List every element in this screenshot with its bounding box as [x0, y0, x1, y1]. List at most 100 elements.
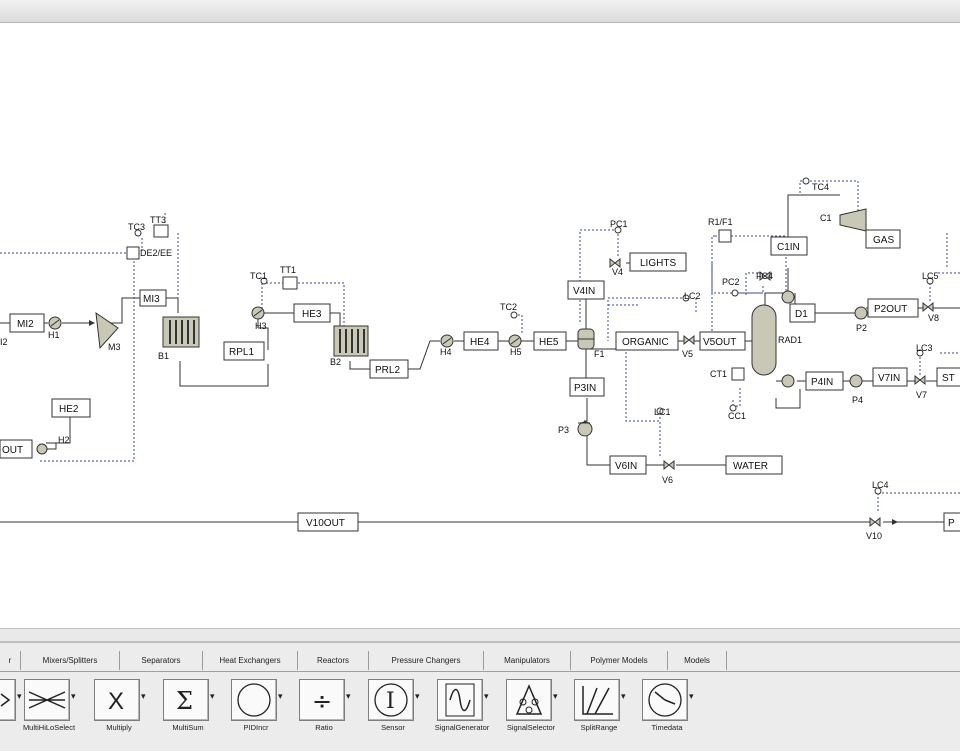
tab-reactors[interactable]: Reactors	[298, 651, 369, 670]
stream-label-HE5[interactable]: HE5	[539, 337, 559, 348]
distillation-column-icon[interactable]	[751, 304, 777, 376]
pump-icon[interactable]	[854, 306, 868, 320]
tool-ratio[interactable]: ÷ ▾ Ratio	[299, 679, 355, 737]
tab-pressure-changers[interactable]: Pressure Changers	[369, 651, 484, 670]
sum-block[interactable]	[731, 367, 745, 381]
tool-multiply[interactable]: X ▾ Multiply	[94, 679, 150, 737]
pump-icon[interactable]	[849, 374, 863, 388]
controller-icon[interactable]	[682, 294, 690, 302]
stream-label-WATER[interactable]: WATER	[733, 461, 768, 472]
controller-icon[interactable]	[731, 289, 739, 297]
tool-signal-generator[interactable]: ▾ SignalGenerator	[435, 679, 493, 737]
pump-icon[interactable]	[781, 374, 795, 388]
stream-label-HE3[interactable]: HE3	[302, 309, 322, 320]
valve-icon[interactable]	[759, 270, 771, 282]
stream-label-P2OUT[interactable]: P2OUT	[874, 304, 907, 315]
tool-pid-incr[interactable]: ▾ PIDIncr	[231, 679, 287, 737]
valve-icon[interactable]	[914, 374, 926, 386]
controller-icon[interactable]	[926, 277, 934, 285]
stream-label-V4IN[interactable]: V4IN	[573, 286, 595, 297]
dropdown-icon[interactable]: ▾	[689, 691, 694, 701]
reactor-icon[interactable]	[333, 325, 369, 357]
stream-label-HE2[interactable]: HE2	[59, 404, 79, 415]
stream-label-D1[interactable]: D1	[795, 309, 808, 320]
dropdown-icon[interactable]: ▾	[141, 691, 146, 701]
controller-icon[interactable]	[802, 177, 810, 185]
dropdown-icon[interactable]: ▾	[17, 691, 22, 701]
label-h4: H4	[440, 347, 452, 357]
stream-label-MI2[interactable]: MI2	[17, 319, 34, 330]
tool-truncated[interactable]: ▾	[0, 679, 26, 737]
valve-icon[interactable]	[663, 459, 675, 471]
flowsheet-canvas[interactable]: MI2 HE2 OUT MI3 RPL1 HE3 PRL2 HE4 HE5 V4…	[0, 23, 960, 628]
tool-signal-selector[interactable]: ▾ SignalSelector	[506, 679, 562, 737]
sum-block[interactable]	[282, 276, 298, 290]
tab-models[interactable]: Models	[668, 651, 727, 670]
flash-drum-icon[interactable]	[577, 328, 595, 350]
tab-manipulators[interactable]: Manipulators	[484, 651, 571, 670]
controller-icon[interactable]	[614, 226, 622, 234]
multi-hilo-select-icon	[28, 691, 66, 709]
heater-icon[interactable]	[251, 306, 265, 320]
heater-icon[interactable]	[440, 334, 454, 348]
valve-icon[interactable]	[683, 334, 695, 346]
tool-timedata[interactable]: ▾ Timedata	[642, 679, 698, 737]
stream-label-out[interactable]: OUT	[2, 445, 23, 456]
tab-heat-exchangers[interactable]: Heat Exchangers	[203, 651, 298, 670]
valve-icon[interactable]	[922, 301, 934, 313]
stream-label-P3IN[interactable]: P3IN	[574, 383, 596, 394]
stream-label-RPL1[interactable]: RPL1	[229, 347, 254, 358]
horizontal-scrollbar[interactable]	[0, 628, 960, 642]
controller-icon[interactable]	[916, 349, 924, 357]
heater-icon[interactable]	[48, 316, 62, 330]
stream-label-LIGHTS[interactable]: LIGHTS	[640, 258, 676, 269]
tool-multisum[interactable]: Σ ▾ MultiSum	[163, 679, 219, 737]
stream-label-MI3[interactable]: MI3	[143, 294, 160, 305]
stream-label-p[interactable]: P	[948, 518, 955, 529]
dropdown-icon[interactable]: ▾	[210, 691, 215, 701]
tool-sensor[interactable]: I ▾ Sensor	[368, 679, 424, 737]
tool-split-range[interactable]: ▾ SplitRange	[574, 679, 630, 737]
controller-icon[interactable]	[260, 277, 268, 285]
stream-label-PRL2[interactable]: PRL2	[375, 365, 400, 376]
heater-icon[interactable]	[508, 334, 522, 348]
stream-label-C1IN[interactable]: C1IN	[777, 242, 800, 253]
controller-icon[interactable]	[134, 229, 142, 237]
tab-mixers-splitters[interactable]: Mixers/Splitters	[21, 651, 120, 670]
tool-multi-hilo-select[interactable]: ▾ MultiHiLoSelect	[23, 679, 80, 737]
stream-label-V10OUT[interactable]: V10OUT	[306, 518, 345, 529]
controller-icon[interactable]	[729, 404, 737, 412]
multiply-block[interactable]	[126, 246, 140, 260]
stream-label-ST[interactable]: ST	[942, 373, 955, 384]
multiply-block[interactable]	[718, 229, 732, 243]
dropdown-icon[interactable]: ▾	[346, 691, 351, 701]
dropdown-icon[interactable]: ▾	[71, 691, 76, 701]
stream-label-P4IN[interactable]: P4IN	[811, 377, 833, 388]
tab-truncated[interactable]: r	[0, 651, 21, 670]
stream-label-ORGANIC[interactable]: ORGANIC	[622, 337, 669, 348]
controller-icon[interactable]	[874, 487, 882, 495]
dropdown-icon[interactable]: ▾	[621, 691, 626, 701]
dropdown-icon[interactable]: ▾	[553, 691, 558, 701]
stream-label-V5OUT[interactable]: V5OUT	[703, 337, 736, 348]
stream-label-V6IN[interactable]: V6IN	[615, 461, 637, 472]
sum-block[interactable]	[153, 224, 169, 238]
dropdown-icon[interactable]: ▾	[415, 691, 420, 701]
pump-icon[interactable]	[781, 290, 795, 304]
valve-icon[interactable]	[869, 516, 881, 528]
compressor-icon[interactable]	[839, 208, 867, 232]
stream-label-HE4[interactable]: HE4	[470, 337, 490, 348]
dropdown-icon[interactable]: ▾	[484, 691, 489, 701]
valve-icon[interactable]	[609, 257, 621, 269]
tab-polymer-models[interactable]: Polymer Models	[571, 651, 668, 670]
tab-separators[interactable]: Separators	[120, 651, 203, 670]
heater-icon[interactable]	[36, 443, 48, 455]
pump-icon[interactable]	[577, 421, 593, 437]
controller-icon[interactable]	[510, 311, 518, 319]
dropdown-icon[interactable]: ▾	[278, 691, 283, 701]
reactor-icon[interactable]	[162, 316, 200, 348]
mixer-icon[interactable]	[95, 311, 119, 350]
stream-label-V7IN[interactable]: V7IN	[878, 373, 900, 384]
stream-label-GAS[interactable]: GAS	[873, 235, 894, 246]
controller-icon[interactable]	[656, 407, 664, 415]
